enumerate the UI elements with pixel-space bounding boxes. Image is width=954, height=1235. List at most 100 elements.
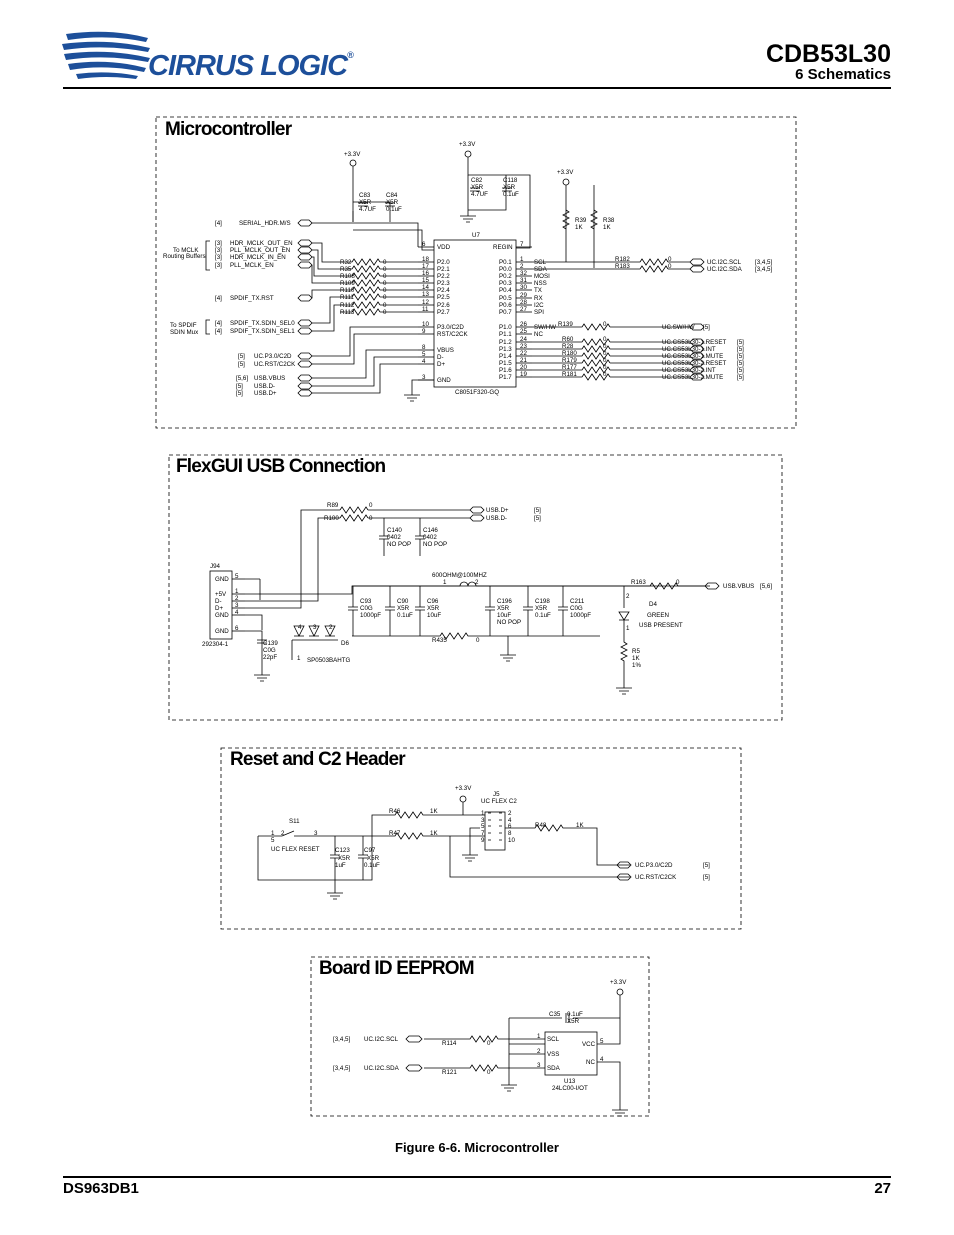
ic-ref: U13 bbox=[564, 1078, 576, 1085]
pullup-ref: R38 bbox=[603, 217, 615, 224]
resistor-value: 0 bbox=[487, 1040, 491, 1047]
cap-symbol bbox=[379, 518, 389, 556]
resistor-ref: R47 bbox=[389, 830, 401, 837]
usb-data-resistors bbox=[339, 506, 470, 522]
ic-pin-number: 5 bbox=[422, 351, 426, 358]
resistor-value: 0 bbox=[603, 357, 607, 364]
ic-pin-name: VBUS bbox=[437, 347, 454, 354]
net-label: UC.P3.0/C2D bbox=[635, 862, 673, 869]
ic-pin-name: P2.3 bbox=[437, 280, 450, 287]
ic-pin-number: 28 bbox=[520, 299, 527, 306]
resistor-value: 0 bbox=[383, 287, 387, 294]
cap-ref: C198 bbox=[535, 598, 550, 605]
connector-pin-name: D- bbox=[215, 598, 222, 605]
resistor-ref: R183 bbox=[615, 263, 630, 270]
usb-grounds bbox=[254, 654, 516, 682]
resistor-value: 0 bbox=[383, 280, 387, 287]
header-pin: 3 bbox=[481, 817, 485, 824]
resistor-ref: R46 bbox=[389, 808, 401, 815]
net-connector bbox=[689, 265, 705, 273]
ic-pin-function: I2C bbox=[534, 302, 544, 309]
net-ref: [3,4,5] bbox=[333, 1036, 350, 1043]
resistor-ref: R108 bbox=[340, 273, 355, 280]
ic-pin-number: 2 bbox=[537, 1048, 541, 1055]
ic-pin-number: 17 bbox=[422, 263, 429, 270]
cap-type: X5R bbox=[338, 855, 351, 862]
cap-type: X5R bbox=[386, 199, 399, 206]
header-j5-body bbox=[484, 811, 506, 851]
cap-ref: C118 bbox=[503, 177, 518, 184]
resistor-value: 0 bbox=[383, 266, 387, 273]
net-ref: [5] bbox=[534, 507, 541, 514]
net-label: SPDIF_TX.SDIN_SEL0 bbox=[230, 320, 295, 327]
document-subtitle: 6 Schematics bbox=[795, 66, 891, 83]
ic-pin-function: SW/HW bbox=[534, 324, 556, 331]
tvs-pin: 1 bbox=[297, 655, 301, 662]
net-connector bbox=[689, 323, 705, 331]
net-ref: [5] bbox=[737, 339, 744, 346]
ic-pin-name: P2.6 bbox=[437, 302, 450, 309]
header-pin: 7 bbox=[481, 830, 485, 837]
net-label: UC.CS53L30-1.MUTE bbox=[662, 353, 723, 360]
cap-ref: C140 bbox=[387, 527, 402, 534]
cap-symbol bbox=[348, 586, 358, 636]
net-connector bbox=[689, 373, 705, 381]
net-ref: [4] bbox=[215, 328, 222, 335]
group-brackets bbox=[205, 240, 210, 335]
ic-pin-number: 12 bbox=[422, 299, 429, 306]
supply-label: +3.3V bbox=[557, 169, 574, 176]
pullup-value: 1K bbox=[575, 224, 583, 231]
resistor-value: 1K bbox=[632, 655, 640, 662]
net-connector bbox=[297, 219, 313, 227]
ic-pin-name: P0.6 bbox=[499, 302, 512, 309]
footer-rule bbox=[63, 1176, 891, 1178]
switch-pin: 2 bbox=[281, 830, 285, 837]
cap-line2: 1000pF bbox=[570, 612, 591, 619]
cap-ref: C93 bbox=[360, 598, 372, 605]
cap-ref: C211 bbox=[570, 598, 585, 605]
cap-symbol bbox=[385, 586, 395, 636]
net-ref: [5] bbox=[737, 353, 744, 360]
ic-pin-number: 18 bbox=[422, 256, 429, 263]
ic-pin-number: 24 bbox=[520, 336, 527, 343]
supply-symbol bbox=[464, 150, 472, 158]
net-ref: [5] bbox=[238, 353, 245, 360]
ic-pin-name: P1.3 bbox=[499, 346, 512, 353]
ic-pin-number: 13 bbox=[422, 291, 429, 298]
net-label: USB.D- bbox=[486, 515, 507, 522]
ic-pin-name: SCL bbox=[547, 1036, 560, 1043]
resistor-symbol bbox=[532, 258, 690, 266]
figure-caption: Figure 6-6. Microcontroller bbox=[395, 1140, 559, 1155]
resistor-symbol bbox=[532, 366, 690, 374]
section-title-eeprom: Board ID EEPROM bbox=[319, 958, 475, 979]
pullup-ref: R39 bbox=[575, 217, 587, 224]
section-box-eeprom bbox=[310, 956, 650, 1117]
ic-pin-number: 26 bbox=[520, 321, 527, 328]
resistor-ref: R100 bbox=[324, 515, 339, 522]
net-connector bbox=[689, 338, 705, 346]
resistor-symbol bbox=[532, 373, 690, 381]
connector-pin-name: GND bbox=[215, 628, 229, 635]
cap-ref: C97 bbox=[364, 847, 376, 854]
supply-symbol bbox=[349, 159, 357, 167]
header-pin: 10 bbox=[508, 837, 515, 844]
ic-pin-number: 4 bbox=[422, 358, 426, 365]
net-connector bbox=[616, 861, 632, 869]
header-pin: 8 bbox=[508, 830, 512, 837]
cap-line2: 1000pF bbox=[360, 612, 381, 619]
cirrus-swoosh-logo bbox=[62, 31, 150, 79]
company-logo-text: CIRRUS LOGIC® bbox=[148, 50, 354, 83]
resistor-r163 bbox=[600, 582, 705, 590]
net-ref: [4] bbox=[215, 295, 222, 302]
cap-value: 0.1uF bbox=[567, 1011, 583, 1018]
net-connector bbox=[689, 345, 705, 353]
net-label: USB.VBUS bbox=[723, 583, 754, 590]
left-nets: [4]SERIAL_HDR.M/S[3]HDR_MCLK_OUT_EN[3]PL… bbox=[215, 219, 419, 397]
connector-pin-number: 4 bbox=[235, 609, 239, 616]
ic-pin-function: SCL bbox=[534, 259, 547, 266]
resistor-value: 0 bbox=[603, 371, 607, 378]
net-ref: [5] bbox=[737, 346, 744, 353]
